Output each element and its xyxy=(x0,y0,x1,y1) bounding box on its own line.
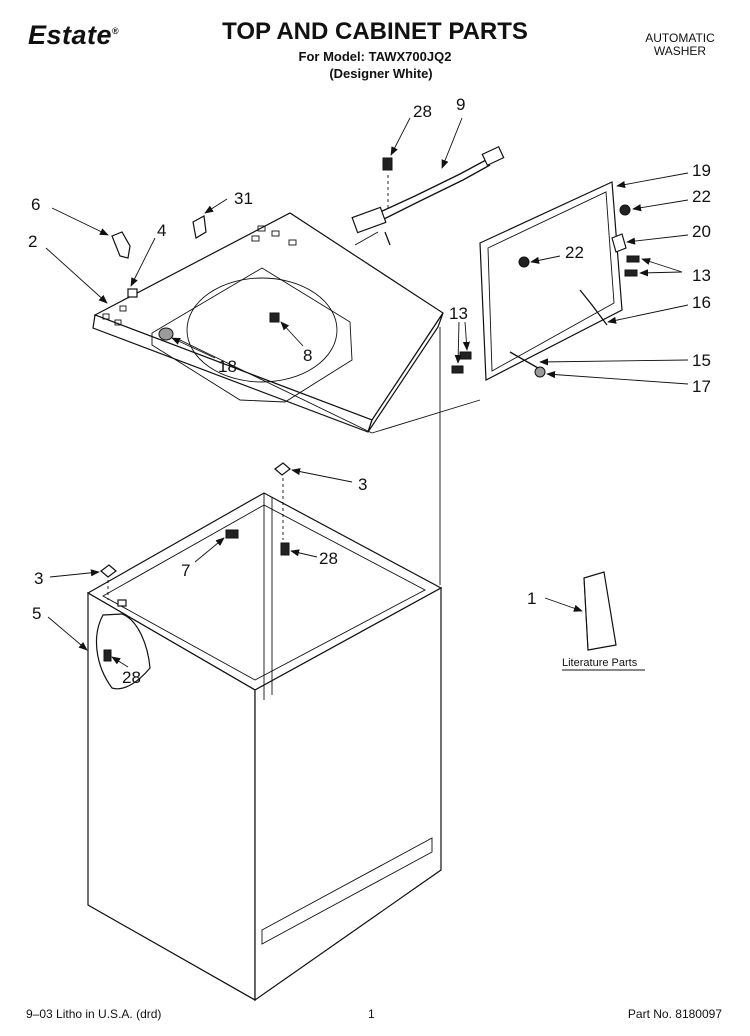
footer-litho: 9–03 Litho in U.S.A. (drd) xyxy=(26,1007,162,1021)
screw-28-top-mark xyxy=(382,157,393,171)
callout-6: 6 xyxy=(31,195,40,214)
screw-7-mark xyxy=(225,529,239,539)
hose-15-mark xyxy=(509,351,539,369)
page-title: TOP AND CABINET PARTS xyxy=(222,18,528,45)
callout-7: 7 xyxy=(181,561,190,580)
callout-19: 19 xyxy=(692,161,711,180)
clip-6-mark xyxy=(111,231,131,259)
callout-31: 31 xyxy=(234,189,253,208)
screw-13c-mark xyxy=(451,365,464,374)
callout-2: 2 xyxy=(28,232,37,251)
connector-line xyxy=(371,399,481,434)
callout-22-right: 22 xyxy=(692,187,711,206)
category-line-1: AUTOMATIC xyxy=(645,31,715,45)
brand-name: Estate xyxy=(28,20,113,50)
callout-28-cabinet: 28 xyxy=(319,549,338,568)
rear-panel xyxy=(479,181,623,381)
leader-lines xyxy=(45,117,689,668)
literature-parts-label: Literature Parts xyxy=(562,657,638,669)
clip-20-mark xyxy=(611,233,627,253)
lid-switch-harness xyxy=(351,145,505,246)
hose-16-mark xyxy=(579,289,608,326)
callout-1: 1 xyxy=(527,589,536,608)
clip-3-left-mark xyxy=(100,564,117,578)
callout-22-panel: 22 xyxy=(565,243,584,262)
callout-9: 9 xyxy=(456,95,465,114)
callout-5: 5 xyxy=(32,604,41,623)
screw-28-cabinet-mark xyxy=(280,542,290,556)
footer-part-number: Part No. 8180097 xyxy=(627,1007,722,1021)
callout-3-left: 3 xyxy=(34,569,43,588)
callout-28-top: 28 xyxy=(413,102,432,121)
footer-page-number: 1 xyxy=(368,1007,375,1021)
callout-18: 18 xyxy=(218,357,237,376)
cap-17-mark xyxy=(534,366,546,378)
brand-logo: Estate® xyxy=(28,20,119,51)
screw-13a-mark xyxy=(626,255,640,263)
callout-17: 17 xyxy=(692,377,711,396)
model-line: For Model: TAWX700JQ2 xyxy=(298,49,452,64)
screw-13b-mark xyxy=(624,269,638,277)
bracket-31-mark xyxy=(192,215,207,239)
callout-4: 4 xyxy=(157,221,166,240)
clip-3-top-mark xyxy=(274,462,291,476)
plug-22b-mark xyxy=(518,256,530,268)
callout-13-right: 13 xyxy=(692,266,711,285)
callout-13-left: 13 xyxy=(449,304,468,323)
grommet-18-mark xyxy=(158,327,174,341)
clip-4-mark xyxy=(127,288,138,298)
screw-28-side-mark xyxy=(103,649,112,662)
plug-22-mark xyxy=(619,204,631,216)
connector-line-2 xyxy=(179,339,373,434)
screw-8-mark xyxy=(269,312,280,323)
callout-28-side: 28 xyxy=(122,668,141,687)
screw-13d-mark xyxy=(459,351,472,360)
variant-line: (Designer White) xyxy=(329,66,433,81)
washer-top-panel xyxy=(92,212,444,433)
callout-15: 15 xyxy=(692,351,711,370)
category-line-2: WASHER xyxy=(653,44,707,58)
literature-booklet xyxy=(583,571,617,651)
callout-3-top: 3 xyxy=(358,475,367,494)
callout-8: 8 xyxy=(303,346,312,365)
registered-mark: ® xyxy=(112,26,120,36)
cabinet xyxy=(86,492,443,1002)
callout-16: 16 xyxy=(692,293,711,312)
callout-20: 20 xyxy=(692,222,711,241)
